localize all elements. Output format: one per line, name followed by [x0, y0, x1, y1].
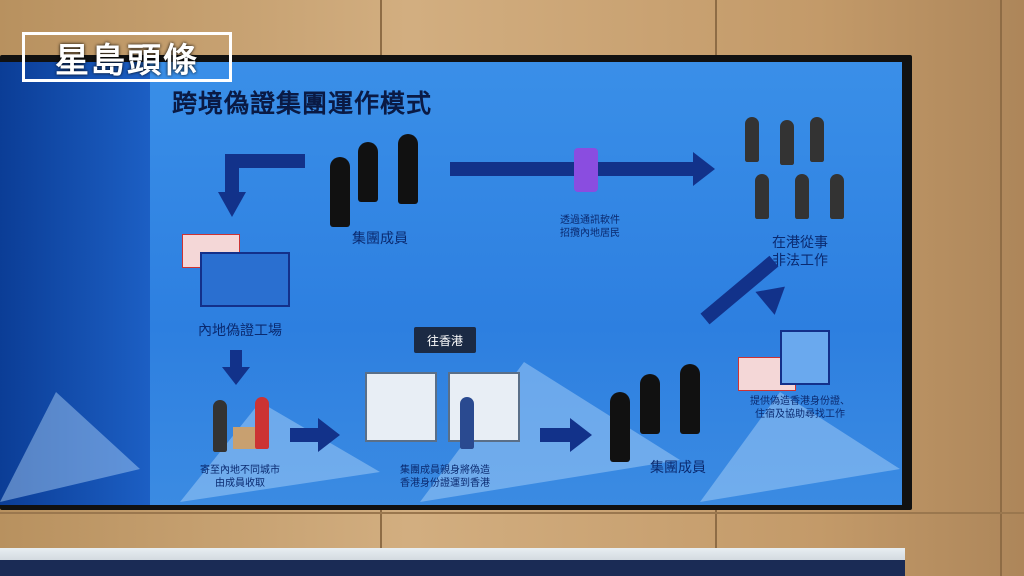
arrow-right: [540, 418, 592, 452]
recruit-label: 透過通訊軟件招攬內地居民: [540, 214, 640, 240]
ship-line: 寄至內地不同城市: [200, 465, 280, 476]
member-figure: [680, 364, 700, 434]
slide: 跨境偽證集團運作模式 集團成員 透過通訊軟件招攬內地居民 在港從事非法工作 內地…: [0, 62, 902, 505]
worker-figure: [795, 174, 809, 219]
slide-title: 跨境偽證集團運作模式: [172, 89, 433, 118]
ship-label: 寄至內地不同城市由成員收取: [180, 464, 300, 490]
lodging-icon: [780, 330, 830, 385]
parcel-icon: [233, 427, 257, 449]
worker-figure: [810, 117, 824, 162]
worker-figure: [830, 174, 844, 219]
illegal-work-line: 非法工作: [772, 253, 828, 270]
arrow-down: [230, 350, 242, 368]
person-figure: [255, 397, 269, 449]
provide-line: 提供偽造香港身份證、: [750, 396, 850, 407]
checkpoint-counter: [448, 372, 520, 442]
person-figure: [213, 400, 227, 452]
members-top-label: 集團成員: [352, 231, 408, 247]
carry-line: 香港身份證運到香港: [400, 478, 490, 489]
wall-seam: [0, 512, 1024, 514]
provide-label: 提供偽造香港身份證、住宿及協助尋找工作: [725, 395, 875, 421]
member-figure: [610, 392, 630, 462]
courier-figure: [460, 397, 474, 449]
member-figure: [358, 142, 378, 202]
ship-line: 由成員收取: [215, 478, 265, 489]
factory-icon: [200, 252, 290, 307]
checkpoint-counter: [365, 372, 437, 442]
members-bottom-label: 集團成員: [650, 460, 706, 476]
worker-figure: [745, 117, 759, 162]
factory-label: 內地偽證工場: [198, 323, 282, 339]
member-figure: [330, 157, 350, 227]
worker-figure: [780, 120, 794, 165]
recruit-line: 招攬內地居民: [560, 228, 620, 239]
arrow-right: [450, 152, 715, 186]
arrow-down-head: [222, 367, 250, 385]
carry-line: 集團成員親身將偽造: [400, 465, 490, 476]
to-hk-sign: 往香港: [414, 327, 476, 353]
arrow-corner: [225, 154, 239, 194]
phone-icon: [574, 148, 598, 192]
left-panel: [0, 62, 150, 505]
arrow-right: [290, 418, 340, 452]
illegal-work-line: 在港從事: [772, 235, 828, 251]
logo-watermark: 星島頭條: [22, 32, 232, 82]
podium-base: [0, 560, 905, 576]
worker-figure: [755, 174, 769, 219]
arrow-diagonal-head: [755, 275, 795, 315]
arrow-down-head: [218, 192, 246, 217]
member-figure: [640, 374, 660, 434]
provide-line: 住宿及協助尋找工作: [755, 409, 845, 420]
recruit-line: 透過通訊軟件: [560, 215, 620, 226]
arrow-corner: [225, 154, 305, 168]
member-figure: [398, 134, 418, 204]
illegal-work-label: 在港從事非法工作: [750, 234, 850, 270]
carry-label: 集團成員親身將偽造香港身份證運到香港: [375, 464, 515, 490]
wall-seam: [1000, 0, 1002, 576]
